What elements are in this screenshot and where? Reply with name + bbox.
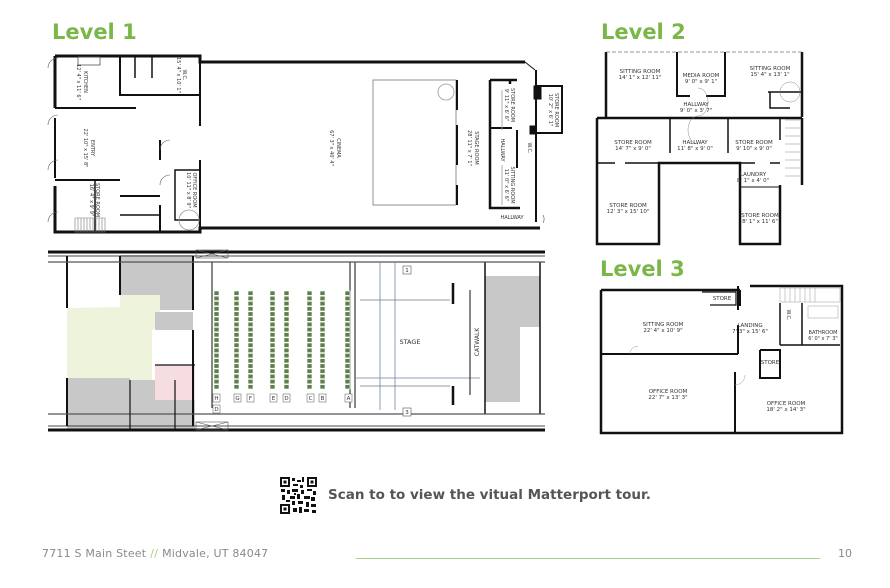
svg-text:STORE ROOM: STORE ROOM xyxy=(509,88,515,122)
svg-text:8' 1" x 11' 6": 8' 1" x 11' 6" xyxy=(742,219,778,225)
svg-text:15' 4" x 13' 1": 15' 4" x 13' 1" xyxy=(750,72,789,78)
svg-text:STORE ROOM: STORE ROOM xyxy=(735,140,773,146)
svg-text:HALLWAY: HALLWAY xyxy=(500,215,524,221)
svg-text:D: D xyxy=(214,407,218,413)
svg-text:10' 11" x 8' 9": 10' 11" x 8' 9" xyxy=(185,172,191,208)
svg-text:SITTING ROOM: SITTING ROOM xyxy=(750,66,791,72)
svg-text:STORE ROOM: STORE ROOM xyxy=(94,183,100,217)
svg-text:HALLWAY: HALLWAY xyxy=(683,102,709,108)
page-number: 10 xyxy=(838,547,852,560)
svg-text:1: 1 xyxy=(405,268,409,274)
room-label: SITTING ROOM xyxy=(643,322,684,328)
svg-text:B: B xyxy=(321,396,325,402)
qr-code-icon[interactable] xyxy=(280,477,317,514)
footer-divider xyxy=(356,558,820,559)
svg-text:D: D xyxy=(284,396,288,402)
room-label: SITTING ROOM xyxy=(620,69,661,75)
svg-text:F: F xyxy=(249,396,252,402)
svg-text:3: 3 xyxy=(405,410,409,416)
room-label: KITCHEN xyxy=(82,71,88,93)
svg-text:ENTRY: ENTRY xyxy=(89,140,95,157)
svg-text:22' 10" x 15' 8": 22' 10" x 15' 8" xyxy=(82,129,88,168)
svg-text:STORE: STORE xyxy=(761,360,780,366)
svg-text:STORE: STORE xyxy=(713,296,732,302)
svg-text:STAGE ROOM: STAGE ROOM xyxy=(473,131,479,164)
svg-text:W.C.: W.C. xyxy=(785,309,791,320)
svg-text:9' 0" x 9' 1": 9' 0" x 9' 1" xyxy=(685,79,717,85)
svg-text:OFFICE ROOM: OFFICE ROOM xyxy=(191,172,197,207)
svg-text:11' 8" x 9' 0": 11' 8" x 9' 0" xyxy=(677,146,713,152)
svg-text:G: G xyxy=(235,396,239,402)
matterport-tour-text: Scan to to view the vitual Matterport to… xyxy=(328,487,651,503)
footer-separator: // xyxy=(150,547,159,560)
svg-text:9' 11" x 6' 6": 9' 11" x 6' 6" xyxy=(503,89,509,122)
svg-text:LAUNDRY: LAUNDRY xyxy=(740,172,767,178)
level-1-lower-floor-plan: STAGE CATWALK 1 3 H G F E D C B A D xyxy=(48,249,545,432)
svg-text:OFFICE ROOM: OFFICE ROOM xyxy=(649,389,688,395)
svg-text:12' 3" x 15' 10": 12' 3" x 15' 10" xyxy=(607,209,650,215)
footer-street: 7711 S Main Steet xyxy=(42,547,147,560)
footer-address: 7711 S Main Steet//Midvale, UT 84047 xyxy=(42,547,268,560)
svg-text:14' 7" x 9' 0": 14' 7" x 9' 0" xyxy=(615,146,651,152)
svg-text:14' 1" x 12' 11": 14' 1" x 12' 11" xyxy=(619,75,662,81)
svg-text:BATHROOM: BATHROOM xyxy=(809,330,838,336)
svg-text:STORE ROOM: STORE ROOM xyxy=(553,93,559,127)
svg-text:W.C.: W.C. xyxy=(181,69,187,80)
svg-text:SITTING ROOM: SITTING ROOM xyxy=(509,166,515,203)
svg-text:LANDING: LANDING xyxy=(737,323,762,329)
stage-label: STAGE xyxy=(399,338,420,346)
svg-text:STORE ROOM: STORE ROOM xyxy=(609,203,647,209)
svg-text:6' 0" x 7' 3": 6' 0" x 7' 3" xyxy=(808,336,837,342)
svg-text:10' 2" x 6' 1": 10' 2" x 6' 1" xyxy=(547,94,553,127)
level-3-title: Level 3 xyxy=(600,257,685,281)
svg-text:28' 11" x 7' 1": 28' 11" x 7' 1" xyxy=(466,130,472,166)
svg-text:9' 0" x 3' 7": 9' 0" x 3' 7" xyxy=(680,108,712,114)
level-1-upper-floor-plan: KITCHEN 12' 4" x 11' 6" W.C. 15' 4" x 10… xyxy=(47,54,563,234)
svg-text:W.C.: W.C. xyxy=(526,142,532,153)
svg-text:STORE ROOM: STORE ROOM xyxy=(741,213,779,219)
svg-text:18' 2" x 14' 3": 18' 2" x 14' 3" xyxy=(766,407,805,413)
svg-text:HALLWAY: HALLWAY xyxy=(499,138,505,162)
theater-seating xyxy=(213,290,351,390)
svg-text:16' 4" x 9' 9": 16' 4" x 9' 9" xyxy=(88,184,94,217)
svg-text:OFFICE ROOM: OFFICE ROOM xyxy=(767,401,806,407)
svg-text:CINEMA: CINEMA xyxy=(335,138,341,158)
svg-text:C: C xyxy=(309,396,313,402)
svg-text:MEDIA ROOM: MEDIA ROOM xyxy=(683,73,720,79)
svg-text:E: E xyxy=(272,396,276,402)
svg-text:9' 10" x 9' 0": 9' 10" x 9' 0" xyxy=(736,146,772,152)
level-1-title: Level 1 xyxy=(52,20,137,44)
svg-text:A: A xyxy=(347,396,351,402)
level-2-floor-plan: SITTING ROOM 14' 1" x 12' 11" MEDIA ROOM… xyxy=(595,51,804,246)
svg-text:8' 1" x 4' 0": 8' 1" x 4' 0" xyxy=(737,178,769,184)
svg-text:H: H xyxy=(214,396,218,402)
svg-text:22' 4" x 10' 9": 22' 4" x 10' 9" xyxy=(643,328,682,334)
svg-text:15' 4" x 10' 1": 15' 4" x 10' 1" xyxy=(175,57,181,93)
svg-text:HALLWAY: HALLWAY xyxy=(682,140,708,146)
svg-text:22' 7" x 13' 3": 22' 7" x 13' 3" xyxy=(648,395,687,401)
svg-text:7' 3" x 15' 6": 7' 3" x 15' 6" xyxy=(732,329,768,335)
level-2-title: Level 2 xyxy=(601,20,686,44)
svg-text:11' 0" x 6' 6": 11' 0" x 6' 6" xyxy=(503,169,509,202)
svg-text:67' 3" x 40' 4": 67' 3" x 40' 4" xyxy=(328,130,334,166)
svg-text:STORE ROOM: STORE ROOM xyxy=(614,140,652,146)
catwalk-label: CATWALK xyxy=(474,327,481,357)
footer-city: Midvale, UT 84047 xyxy=(162,547,269,560)
svg-text:12' 4" x 11' 6": 12' 4" x 11' 6" xyxy=(75,64,81,100)
level-3-floor-plan: SITTING ROOM 22' 4" x 10' 9" STORE LANDI… xyxy=(599,284,844,435)
